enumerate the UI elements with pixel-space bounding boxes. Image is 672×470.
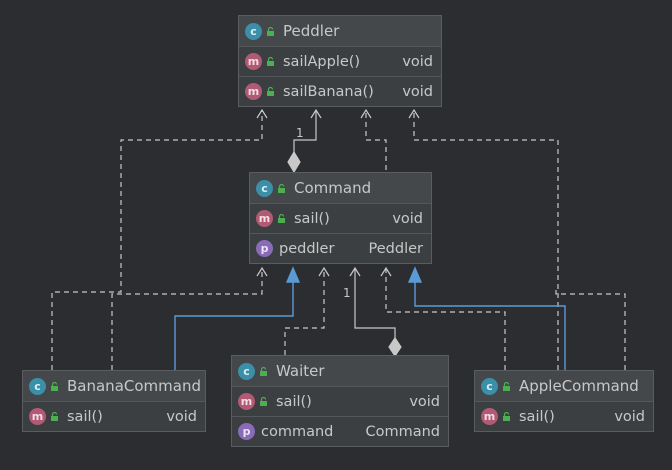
field-row[interactable]: p command Command <box>232 416 448 446</box>
method-row[interactable]: m sailApple() void <box>239 46 441 76</box>
arrowhead-peddler-1 <box>256 108 268 119</box>
multiplicity-waiter-command: 1 <box>343 286 351 300</box>
field-name: peddler <box>279 240 335 257</box>
edge-apple-extends-command <box>414 280 566 370</box>
method-row[interactable]: m sailBanana() void <box>239 76 441 106</box>
class-name: BananaCommand <box>67 377 201 395</box>
public-lock-icon <box>502 381 511 391</box>
edge-apple-to-command-dashed <box>385 268 506 370</box>
field-name: command <box>261 423 334 440</box>
method-icon: m <box>29 408 46 425</box>
class-waiter[interactable]: c Waiter m sail() void p command Command <box>231 355 449 447</box>
method-icon: m <box>481 408 498 425</box>
class-icon: c <box>256 179 273 197</box>
method-name: sail() <box>519 408 555 425</box>
method-icon: m <box>238 393 255 410</box>
method-return-type: void <box>614 408 645 425</box>
public-lock-icon <box>266 87 275 96</box>
method-name: sail() <box>276 393 312 410</box>
aggregation-command-peddler <box>287 108 322 174</box>
edge-apple-to-command-dashed-2 <box>555 290 626 370</box>
arrowhead-command-1 <box>256 266 268 277</box>
method-name: sailApple() <box>283 53 361 70</box>
class-banana-command[interactable]: c BananaCommand m sail() void <box>22 370 206 432</box>
method-row[interactable]: m sail() void <box>475 401 653 431</box>
arrowhead-peddler-2 <box>360 108 372 119</box>
class-name: Peddler <box>283 22 340 40</box>
method-icon: m <box>245 83 262 100</box>
public-lock-icon <box>259 366 268 376</box>
class-icon: c <box>245 22 262 40</box>
public-lock-icon <box>259 397 268 406</box>
class-name: AppleCommand <box>519 377 639 395</box>
arrowhead-peddler-3 <box>408 108 420 119</box>
inheritance-edges <box>174 266 566 370</box>
method-row[interactable]: m sail() void <box>232 386 448 416</box>
property-icon: p <box>238 423 255 440</box>
public-lock-icon <box>266 57 275 66</box>
method-return-type: void <box>166 408 197 425</box>
edge-banana-extends-command <box>174 280 294 370</box>
public-lock-icon <box>502 412 511 421</box>
public-lock-icon <box>50 412 59 421</box>
method-row[interactable]: m sail() void <box>250 203 431 233</box>
class-header: c Waiter <box>232 356 448 386</box>
public-lock-icon <box>266 26 275 36</box>
arrowhead-command-2 <box>318 266 330 277</box>
class-name: Waiter <box>276 362 325 380</box>
method-icon: m <box>256 210 273 227</box>
edge-command-to-peddler <box>365 110 387 170</box>
class-header: c AppleCommand <box>475 371 653 401</box>
field-type: Peddler <box>368 240 423 257</box>
method-name: sail() <box>67 408 103 425</box>
edge-banana-to-peddler <box>51 110 263 370</box>
method-name: sail() <box>294 210 330 227</box>
property-icon: p <box>256 240 273 257</box>
multiplicity-command-peddler: 1 <box>296 126 304 140</box>
method-return-type: void <box>402 83 433 100</box>
public-lock-icon <box>277 183 286 193</box>
method-return-type: void <box>392 210 423 227</box>
field-row[interactable]: p peddler Peddler <box>250 233 431 263</box>
method-row[interactable]: m sail() void <box>23 401 205 431</box>
arrowhead-command-3 <box>380 266 392 277</box>
public-lock-icon <box>50 381 59 391</box>
aggregation-waiter-command <box>349 266 402 358</box>
edge-banana-to-command <box>111 268 263 370</box>
method-return-type: void <box>402 53 433 70</box>
edge-apple-to-peddler <box>413 110 559 370</box>
class-header: c BananaCommand <box>23 371 205 401</box>
class-icon: c <box>481 377 498 395</box>
class-icon: c <box>29 377 46 395</box>
class-peddler[interactable]: c Peddler m sailApple() void m sailBanan… <box>238 15 442 107</box>
method-return-type: void <box>409 393 440 410</box>
edge-waiter-to-command <box>284 268 325 355</box>
method-name: sailBanana() <box>283 83 374 100</box>
class-name: Command <box>294 179 372 197</box>
class-command[interactable]: c Command m sail() void p peddler Peddle… <box>249 172 432 264</box>
class-header: c Peddler <box>239 16 441 46</box>
class-header: c Command <box>250 173 431 203</box>
field-type: Command <box>365 423 440 440</box>
class-apple-command[interactable]: c AppleCommand m sail() void <box>474 370 654 432</box>
method-icon: m <box>245 53 262 70</box>
public-lock-icon <box>277 214 286 223</box>
dependency-edges <box>51 110 626 370</box>
class-icon: c <box>238 362 255 380</box>
